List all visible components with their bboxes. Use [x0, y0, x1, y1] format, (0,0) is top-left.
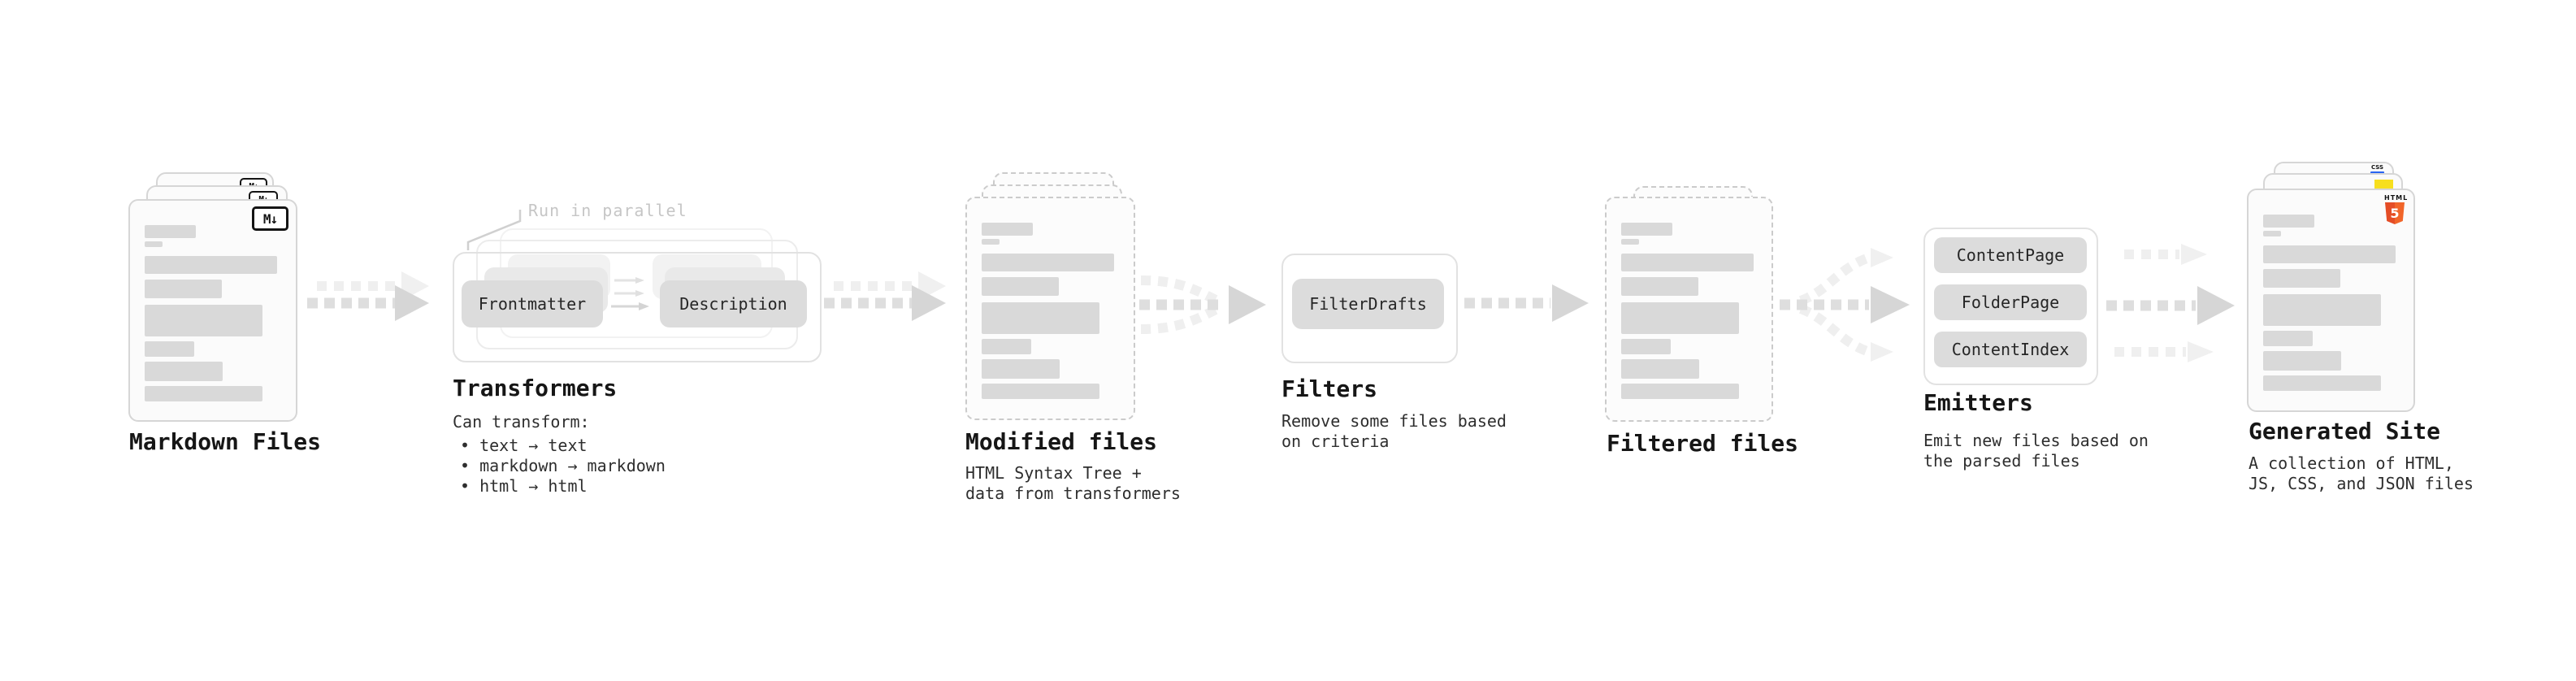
emitters-label: Emitters — [1923, 389, 2033, 416]
javascript-file-icon — [2374, 180, 2393, 189]
modified-files-description: HTML Syntax Tree + data from transformer… — [965, 463, 1181, 503]
run-in-parallel-annotation: Run in parallel — [528, 201, 687, 220]
placeholder-text-bar — [145, 225, 196, 238]
placeholder-text-bar — [2263, 245, 2396, 263]
placeholder-text-bar — [982, 223, 1033, 236]
placeholder-text-bar — [982, 254, 1114, 271]
arrow-emitters-to-generated — [2106, 244, 2235, 362]
transformer-pill-description: Description — [660, 280, 807, 327]
placeholder-text-bar — [2263, 215, 2314, 228]
placeholder-text-bar — [145, 241, 163, 247]
placeholder-text-bar — [982, 384, 1099, 399]
placeholder-text-bar — [1621, 339, 1671, 354]
emitters-description: Emit new files based on the parsed files — [1923, 431, 2149, 471]
placeholder-text-bar — [2263, 294, 2381, 326]
placeholder-text-bar — [1621, 277, 1698, 296]
placeholder-text-bar — [145, 256, 277, 274]
transformer-group-front — [453, 252, 822, 362]
placeholder-text-bar — [1621, 384, 1739, 399]
placeholder-text-bar — [145, 280, 222, 298]
markdown-icon: M↓ — [252, 206, 288, 231]
placeholder-text-bar — [2263, 269, 2340, 288]
placeholder-text-bar — [2263, 331, 2313, 346]
modified-file-card-front — [965, 197, 1135, 420]
placeholder-text-bar — [1621, 239, 1639, 245]
run-in-parallel-leader-line — [466, 210, 522, 250]
html5-icon-shield: 5 — [2385, 202, 2405, 224]
arrow-filters-to-filtered — [1464, 284, 1589, 322]
placeholder-text-bar — [982, 302, 1099, 334]
placeholder-text-bar — [145, 386, 262, 401]
placeholder-text-bar — [1621, 359, 1699, 379]
placeholder-text-bar — [1621, 223, 1672, 236]
placeholder-text-bar — [2263, 351, 2341, 371]
html5-file-icon: HTML 5 — [2384, 194, 2409, 224]
filter-pill-filterdrafts: FilterDrafts — [1292, 279, 1444, 329]
arrow-markdown-to-transformers — [307, 271, 429, 321]
markdown-file-card-front: M↓ — [128, 199, 297, 422]
emitter-pill-folderpage: FolderPage — [1934, 284, 2087, 320]
generated-site-label: Generated Site — [2249, 418, 2441, 445]
frontmatter-to-description-arrows — [611, 277, 649, 310]
placeholder-text-bar — [2263, 375, 2381, 391]
transformers-label: Transformers — [453, 375, 618, 401]
arrow-modified-to-filters — [1139, 275, 1266, 334]
transformers-bullet: • markdown → markdown — [460, 456, 666, 475]
placeholder-text-bar — [982, 339, 1031, 354]
emitter-pill-contentindex: ContentIndex — [1934, 332, 2087, 367]
generated-file-card-front: HTML 5 — [2247, 189, 2415, 412]
placeholder-text-bar — [2263, 231, 2281, 236]
transformers-bullet: • text → text — [460, 436, 588, 455]
emitter-pill-contentpage: ContentPage — [1934, 237, 2087, 273]
placeholder-text-bar — [145, 362, 223, 381]
generated-site-description: A collection of HTML, JS, CSS, and JSON … — [2249, 453, 2474, 493]
arrow-transformers-to-modified — [824, 271, 946, 321]
filters-description: Remove some files based on criteria — [1281, 411, 1507, 451]
transformers-description: Can transform: — [453, 412, 590, 432]
placeholder-text-bar — [145, 305, 262, 336]
placeholder-text-bar — [982, 359, 1060, 379]
placeholder-text-bar — [145, 341, 194, 357]
placeholder-text-bar — [1621, 302, 1739, 334]
filters-group — [1281, 254, 1458, 363]
filtered-file-card-front — [1605, 197, 1773, 422]
css-icon-text: CSS — [2370, 164, 2384, 171]
arrow-filtered-to-emitters — [1780, 248, 1910, 362]
placeholder-text-bar — [982, 239, 1000, 245]
html5-icon-text: HTML — [2384, 194, 2409, 202]
placeholder-text-bar — [982, 277, 1059, 296]
placeholder-text-bar — [1621, 254, 1754, 271]
transformer-pill-frontmatter: Frontmatter — [462, 280, 603, 327]
filtered-files-label: Filtered files — [1607, 430, 1799, 457]
filters-label: Filters — [1281, 375, 1378, 402]
modified-files-label: Modified files — [965, 428, 1158, 455]
transformers-bullet: • html → html — [460, 476, 588, 496]
markdown-files-label: Markdown Files — [129, 428, 322, 455]
emitters-group — [1923, 228, 2098, 385]
